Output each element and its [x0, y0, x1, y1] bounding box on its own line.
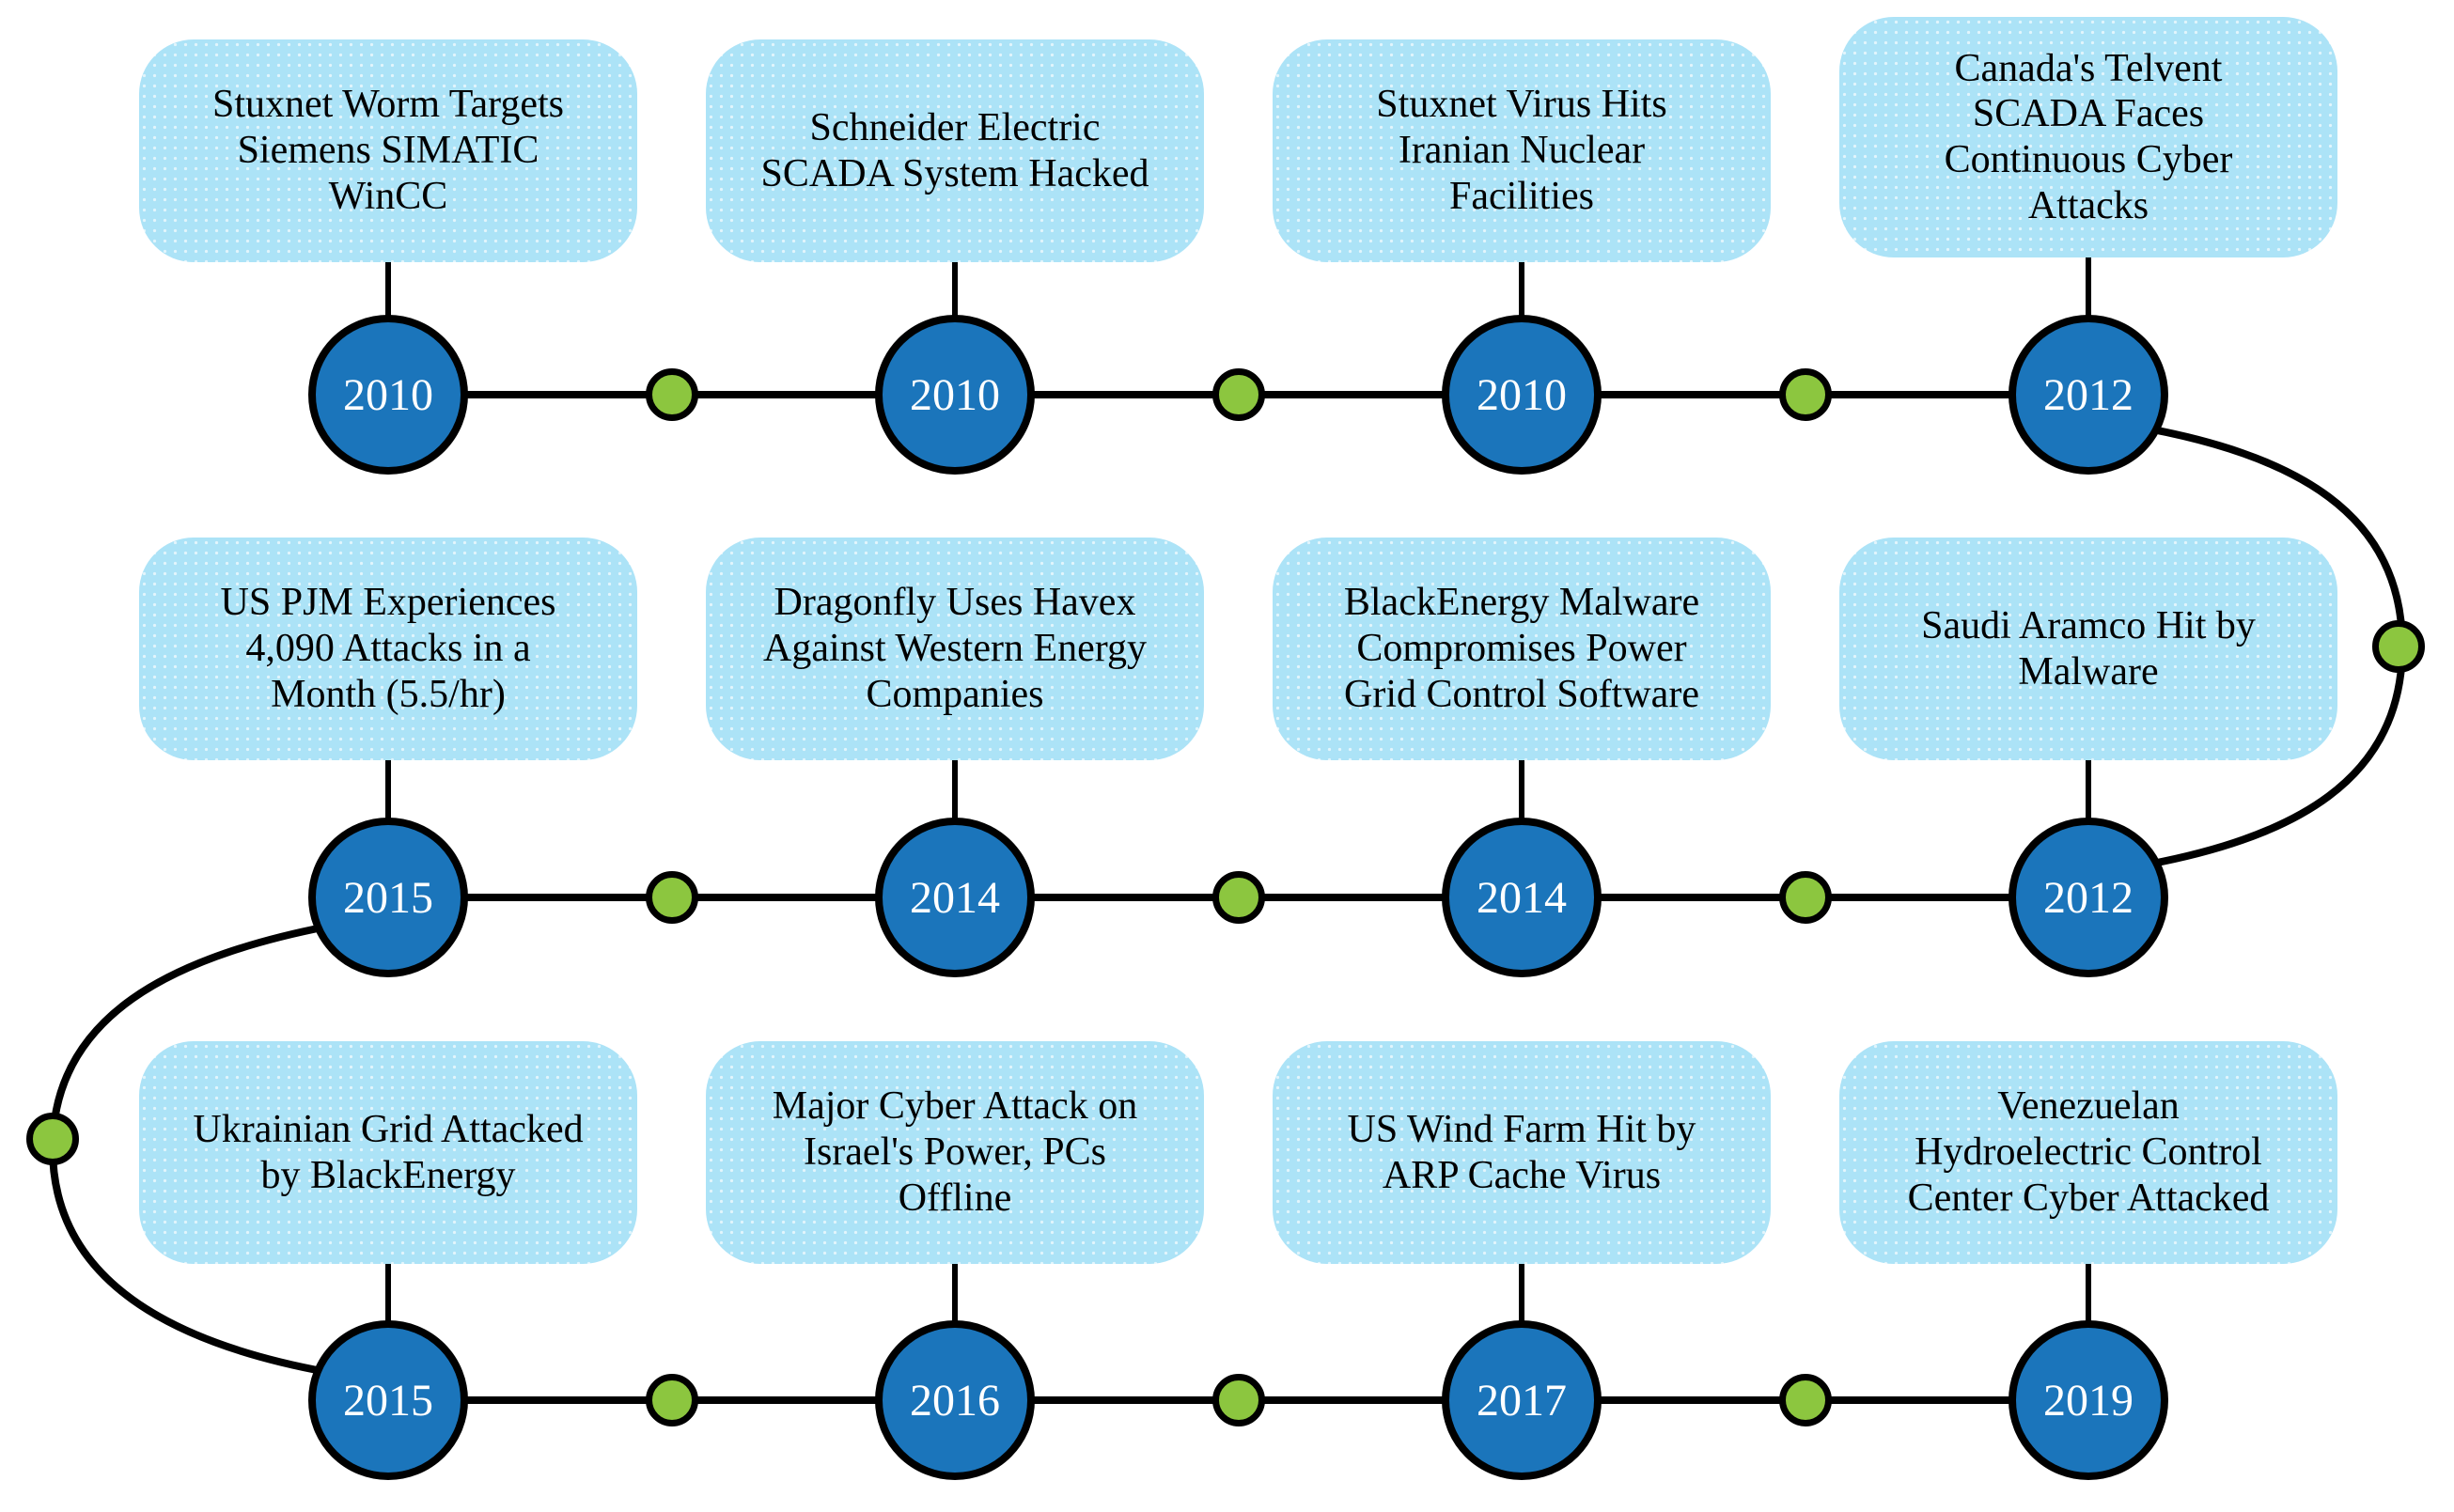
connector-dot [1212, 871, 1265, 924]
year-circle: 2019 [2009, 1320, 2168, 1480]
year-label: 2014 [1477, 872, 1567, 923]
year-label: 2010 [910, 369, 1000, 420]
year-label: 2015 [343, 872, 433, 923]
year-label: 2019 [2043, 1375, 2134, 1426]
event-title: Canada's Telvent SCADA Faces Continuous … [1944, 46, 2233, 227]
event-title: Dragonfly Uses Havex Against Western Ene… [763, 581, 1147, 716]
event-box: Canada's Telvent SCADA Faces Continuous … [1839, 17, 2337, 257]
year-circle: 2014 [1442, 818, 1602, 977]
connector-dot [646, 1374, 698, 1426]
year-label: 2012 [2043, 872, 2134, 923]
connector-dot [646, 871, 698, 924]
connector-dot-left-curve [26, 1113, 79, 1165]
event-title: BlackEnergy Malware Compromises Power Gr… [1343, 581, 1700, 716]
event-box: US Wind Farm Hit by ARP Cache Virus [1273, 1041, 1771, 1264]
year-circle: 2014 [875, 818, 1035, 977]
event-box: Saudi Aramco Hit by Malware [1839, 538, 2337, 760]
year-label: 2010 [1477, 369, 1567, 420]
year-circle: 2010 [308, 315, 468, 475]
event-title: Major Cyber Attack on Israel's Power, PC… [772, 1084, 1138, 1220]
event-title: Venezuelan Hydroelectric Control Center … [1907, 1084, 2270, 1220]
year-circle: 2017 [1442, 1320, 1602, 1480]
connector-dot [646, 368, 698, 421]
year-circle: 2015 [308, 818, 468, 977]
event-title: Ukrainian Grid Attacked by BlackEnergy [193, 1107, 584, 1197]
event-box: Ukrainian Grid Attacked by BlackEnergy [139, 1041, 637, 1264]
event-title: US PJM Experiences 4,090 Attacks in a Mo… [220, 581, 556, 716]
event-box: Dragonfly Uses Havex Against Western Ene… [706, 538, 1204, 760]
event-title: Stuxnet Worm Targets Siemens SIMATIC Win… [211, 83, 564, 218]
connector-dot [1779, 1374, 1832, 1426]
connector-dot [1212, 1374, 1265, 1426]
event-box: Schneider Electric SCADA System Hacked [706, 39, 1204, 262]
year-circle: 2010 [875, 315, 1035, 475]
connector-dot [1779, 368, 1832, 421]
year-label: 2012 [2043, 369, 2134, 420]
year-label: 2014 [910, 872, 1000, 923]
year-label: 2010 [343, 369, 433, 420]
year-label: 2017 [1477, 1375, 1567, 1426]
event-title: Saudi Aramco Hit by Malware [1921, 603, 2256, 694]
event-title: US Wind Farm Hit by ARP Cache Virus [1347, 1107, 1696, 1197]
year-label: 2016 [910, 1375, 1000, 1426]
year-label: 2015 [343, 1375, 433, 1426]
event-box: US PJM Experiences 4,090 Attacks in a Mo… [139, 538, 637, 760]
event-box: Stuxnet Worm Targets Siemens SIMATIC Win… [139, 39, 637, 262]
event-box: BlackEnergy Malware Compromises Power Gr… [1273, 538, 1771, 760]
event-box: Venezuelan Hydroelectric Control Center … [1839, 1041, 2337, 1264]
year-circle: 2012 [2009, 818, 2168, 977]
connector-dot [1779, 871, 1832, 924]
connector-dot-right-curve [2372, 620, 2425, 673]
year-circle: 2010 [1442, 315, 1602, 475]
year-circle: 2012 [2009, 315, 2168, 475]
connector-dot [1212, 368, 1265, 421]
event-title: Stuxnet Virus Hits Iranian Nuclear Facil… [1376, 83, 1667, 218]
event-box: Major Cyber Attack on Israel's Power, PC… [706, 1041, 1204, 1264]
year-circle: 2016 [875, 1320, 1035, 1480]
event-box: Stuxnet Virus Hits Iranian Nuclear Facil… [1273, 39, 1771, 262]
year-circle: 2015 [308, 1320, 468, 1480]
event-title: Schneider Electric SCADA System Hacked [760, 105, 1149, 195]
